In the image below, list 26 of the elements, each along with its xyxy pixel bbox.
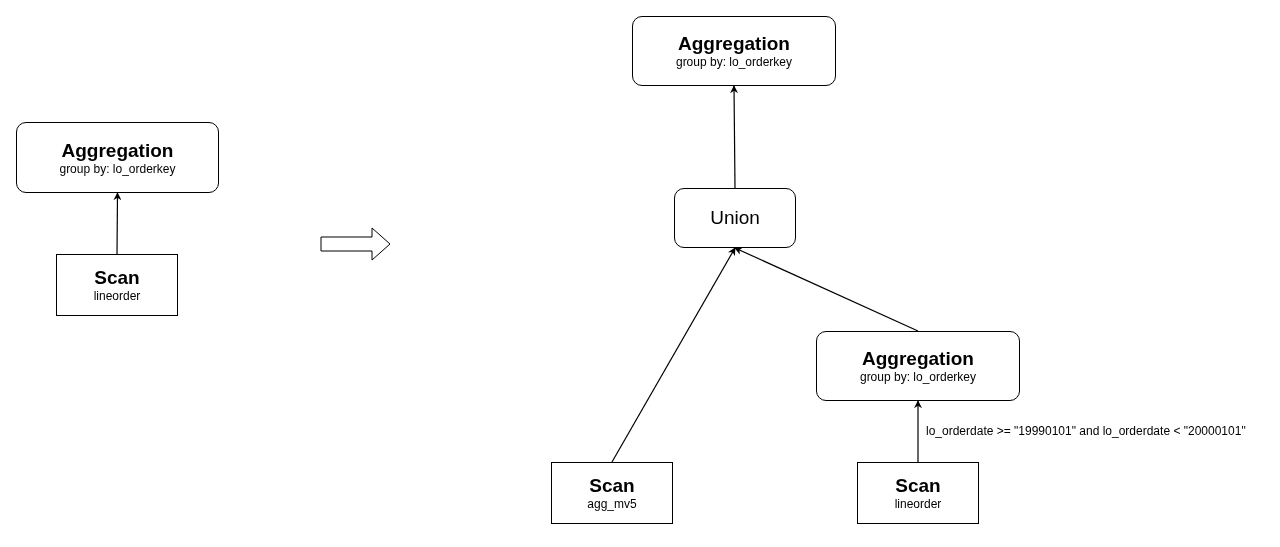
- operator-box: [816, 331, 1020, 401]
- scan-box: [857, 462, 979, 524]
- operator-box: [674, 188, 796, 248]
- scan-box: [551, 462, 673, 524]
- arrow: [113, 192, 122, 255]
- node-title: Scan: [589, 475, 635, 497]
- node-title: Scan: [895, 475, 941, 497]
- node-subtitle: group by: lo_orderkey: [59, 161, 176, 176]
- node-subtitle: lineorder: [93, 289, 141, 303]
- arrow: [611, 247, 736, 463]
- node-subtitle: group by: lo_orderkey: [675, 55, 793, 69]
- node-title: Aggregation: [678, 33, 790, 55]
- node-title: Aggregation: [61, 139, 174, 162]
- node-subtitle: lineorder: [894, 497, 942, 511]
- node-subtitle: agg_mv5: [587, 497, 637, 511]
- node-title: Aggregation: [862, 348, 974, 370]
- operator-box: [16, 122, 219, 193]
- scan-box: [56, 254, 178, 316]
- edge-label: lo_orderdate >= "19990101" and lo_orderdate < "20000101": [925, 423, 1247, 438]
- arrow: [730, 85, 739, 189]
- arrow: [914, 400, 922, 463]
- node-title: Scan: [94, 267, 140, 289]
- operator-box: [632, 16, 836, 86]
- arrow: [734, 247, 919, 332]
- node-title: Union: [710, 207, 760, 229]
- node-subtitle: group by: lo_orderkey: [859, 370, 977, 384]
